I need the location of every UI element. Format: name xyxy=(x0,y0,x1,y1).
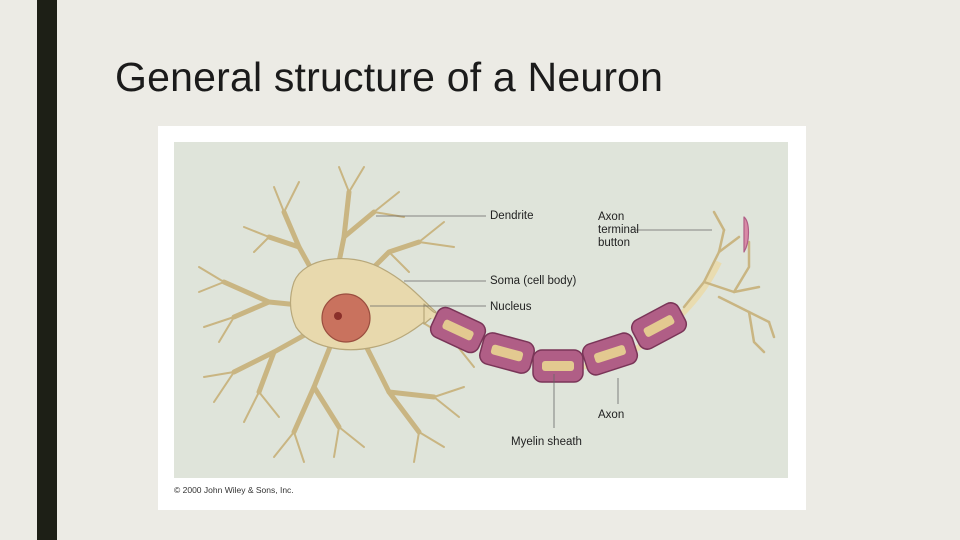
dendrite-label: Dendrite xyxy=(490,210,534,222)
soma-label: Soma (cell body) xyxy=(490,275,577,287)
nucleus-label: Nucleus xyxy=(490,301,532,313)
nucleus xyxy=(321,293,371,343)
slide-title: General structure of a Neuron xyxy=(115,54,664,100)
leader-lines xyxy=(370,215,712,428)
axon-terminal-label: Axon terminal button xyxy=(598,211,639,249)
accent-bar xyxy=(37,0,57,540)
neuron-diagram-panel: Dendrite Soma (cell body) Nucleus Axon t… xyxy=(174,142,788,478)
axon-label: Axon xyxy=(598,409,625,421)
neuron-illustration xyxy=(198,166,776,463)
neuron-figure: Dendrite Soma (cell body) Nucleus Axon t… xyxy=(158,126,806,510)
myelin-sheath-label: Myelin sheath xyxy=(511,436,582,448)
axon-terminals xyxy=(682,210,776,354)
copyright-text: © 2000 John Wiley & Sons, Inc. xyxy=(174,485,294,495)
